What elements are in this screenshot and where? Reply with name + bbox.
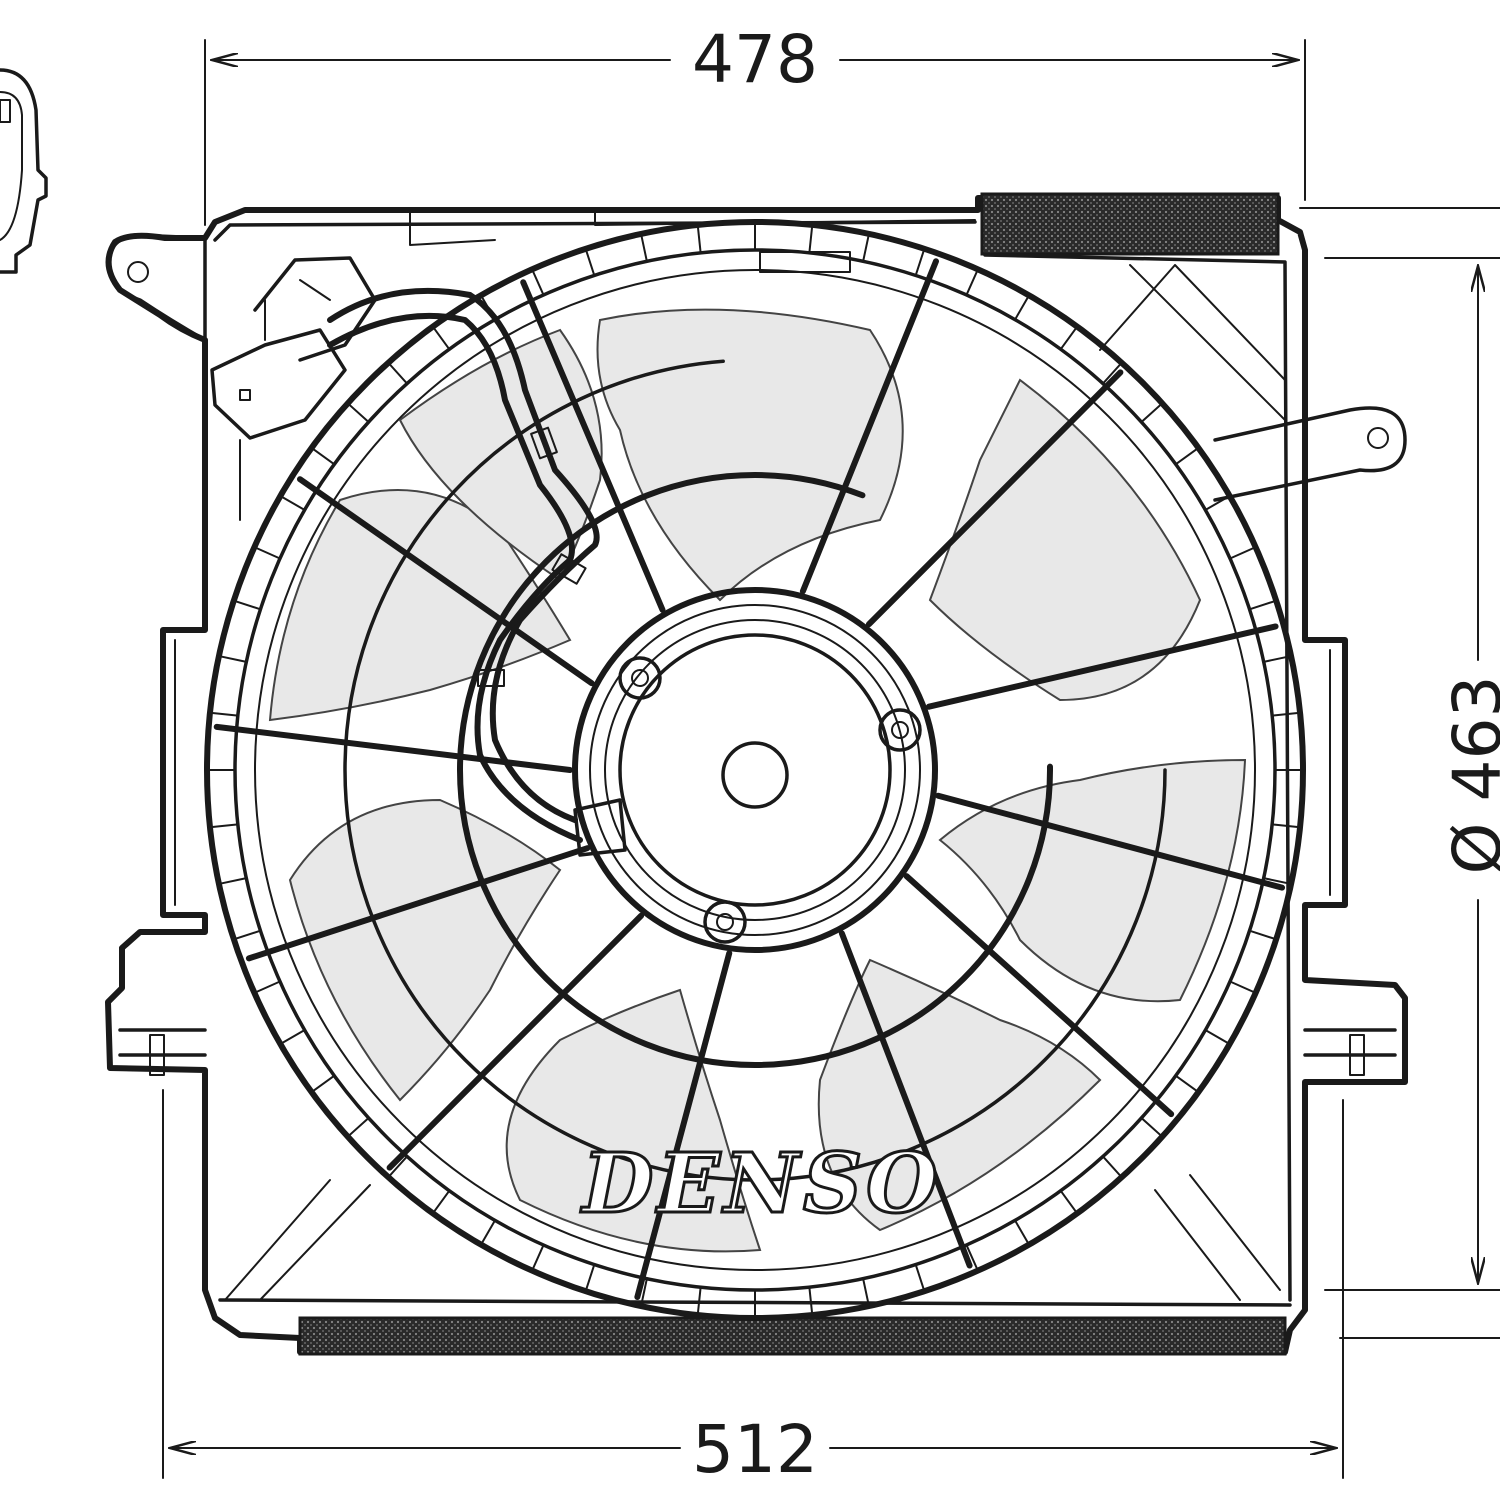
fan-blades — [268, 308, 1247, 1253]
foam-seal-bottom — [298, 1316, 1287, 1356]
ring-tick — [209, 823, 239, 829]
ring-tick — [1059, 1189, 1079, 1215]
ring-tick — [310, 1074, 336, 1094]
ring-tick — [279, 495, 306, 511]
motor-shaft — [721, 741, 789, 809]
hub-bolt — [878, 708, 922, 752]
ring-tick — [217, 877, 248, 885]
ring-tick — [1271, 823, 1301, 829]
ring-tick — [253, 546, 281, 560]
support-struts — [213, 258, 1286, 1301]
hub-bolt — [703, 900, 747, 944]
ring-tick — [387, 361, 409, 385]
ring-tick — [1059, 325, 1079, 351]
dimension-bottom-width: 512 — [162, 1089, 1344, 1488]
ring-tick — [1271, 711, 1301, 717]
hub-bolt — [618, 656, 662, 700]
ring-tick — [209, 711, 239, 717]
ring-tick — [1204, 495, 1231, 511]
ring-tick — [808, 1286, 814, 1316]
fan-blade — [505, 988, 762, 1253]
support-strut — [245, 845, 591, 962]
ring-tick — [696, 1286, 702, 1316]
dimension-top-width-label: 478 — [692, 21, 818, 98]
support-strut — [903, 873, 1175, 1118]
ring-tick — [1229, 546, 1257, 560]
fan-blade — [268, 489, 572, 722]
ring-tick — [1248, 929, 1278, 941]
ring-tick — [965, 268, 979, 296]
support-strut — [935, 792, 1286, 891]
support-strut — [865, 369, 1124, 628]
ring-tick — [431, 325, 451, 351]
ring-tick — [862, 1277, 870, 1308]
mounting-ear-right — [1213, 406, 1407, 502]
ring-tick — [1248, 599, 1278, 611]
support-strut — [925, 623, 1279, 710]
support-strut — [296, 476, 595, 687]
ring-tick — [346, 402, 370, 424]
ring-tick — [279, 1029, 306, 1045]
ring-tick — [346, 1116, 370, 1138]
motor-hub — [572, 587, 938, 953]
ring-tick — [1101, 361, 1123, 385]
ring-tick — [965, 1244, 979, 1272]
ring-tick — [253, 980, 281, 994]
ring-tick — [1140, 402, 1164, 424]
ring-tick — [1174, 446, 1200, 466]
ring-tick — [640, 1277, 648, 1308]
support-strut — [520, 279, 666, 613]
ring-tick — [914, 1263, 926, 1293]
support-strut — [386, 912, 645, 1171]
support-strut — [213, 723, 573, 773]
ring-tick — [232, 599, 262, 611]
mounting-ear-left — [107, 233, 207, 342]
ring-tick — [640, 232, 648, 263]
dimension-bottom-width-label: 512 — [692, 1411, 818, 1488]
ring-tick — [696, 224, 702, 254]
support-strut — [634, 950, 733, 1301]
ring-tick — [1140, 1116, 1164, 1138]
ring-tick — [1262, 877, 1293, 885]
support-strut — [838, 930, 973, 1269]
ring-tick — [387, 1155, 409, 1179]
ring-tick — [1262, 655, 1293, 663]
ring-tick — [217, 655, 248, 663]
ring-tick — [1014, 294, 1030, 321]
ring-tick — [914, 247, 926, 277]
dimension-top-width: 478 — [204, 21, 1306, 226]
ring-tick — [480, 1219, 496, 1246]
dimension-fan-diameter-label: Ø 463 — [1439, 676, 1500, 875]
ring-tick — [232, 929, 262, 941]
fan-blade — [938, 758, 1247, 1003]
ring-tick — [1204, 1029, 1231, 1045]
ring-tick — [584, 247, 596, 277]
ring-tick — [808, 224, 814, 254]
ring-tick — [862, 232, 870, 263]
brand-logo-text: DENSO — [580, 1136, 941, 1232]
dimension-fan-diameter: Ø 463 — [1299, 207, 1500, 1339]
ring-tick — [584, 1263, 596, 1293]
support-strut — [799, 258, 939, 595]
foam-seal-top — [980, 192, 1280, 256]
ring-tick — [1101, 1155, 1123, 1179]
blade-tip-ring — [343, 358, 1167, 1182]
ring-tick — [531, 1244, 545, 1272]
fan-ring-ticks — [206, 221, 1304, 1319]
connector-plug-detail — [0, 68, 48, 274]
fan-ring — [204, 219, 1306, 1321]
ring-tick — [431, 1189, 451, 1215]
ring-tick — [310, 446, 336, 466]
ring-tick — [1174, 1074, 1200, 1094]
ring-tick — [1014, 1219, 1030, 1246]
ring-tick — [531, 268, 545, 296]
inner-support-ring — [457, 472, 1053, 1068]
wiring-harness — [327, 287, 600, 843]
electrical-connector — [210, 256, 377, 521]
ring-tick — [1229, 980, 1257, 994]
